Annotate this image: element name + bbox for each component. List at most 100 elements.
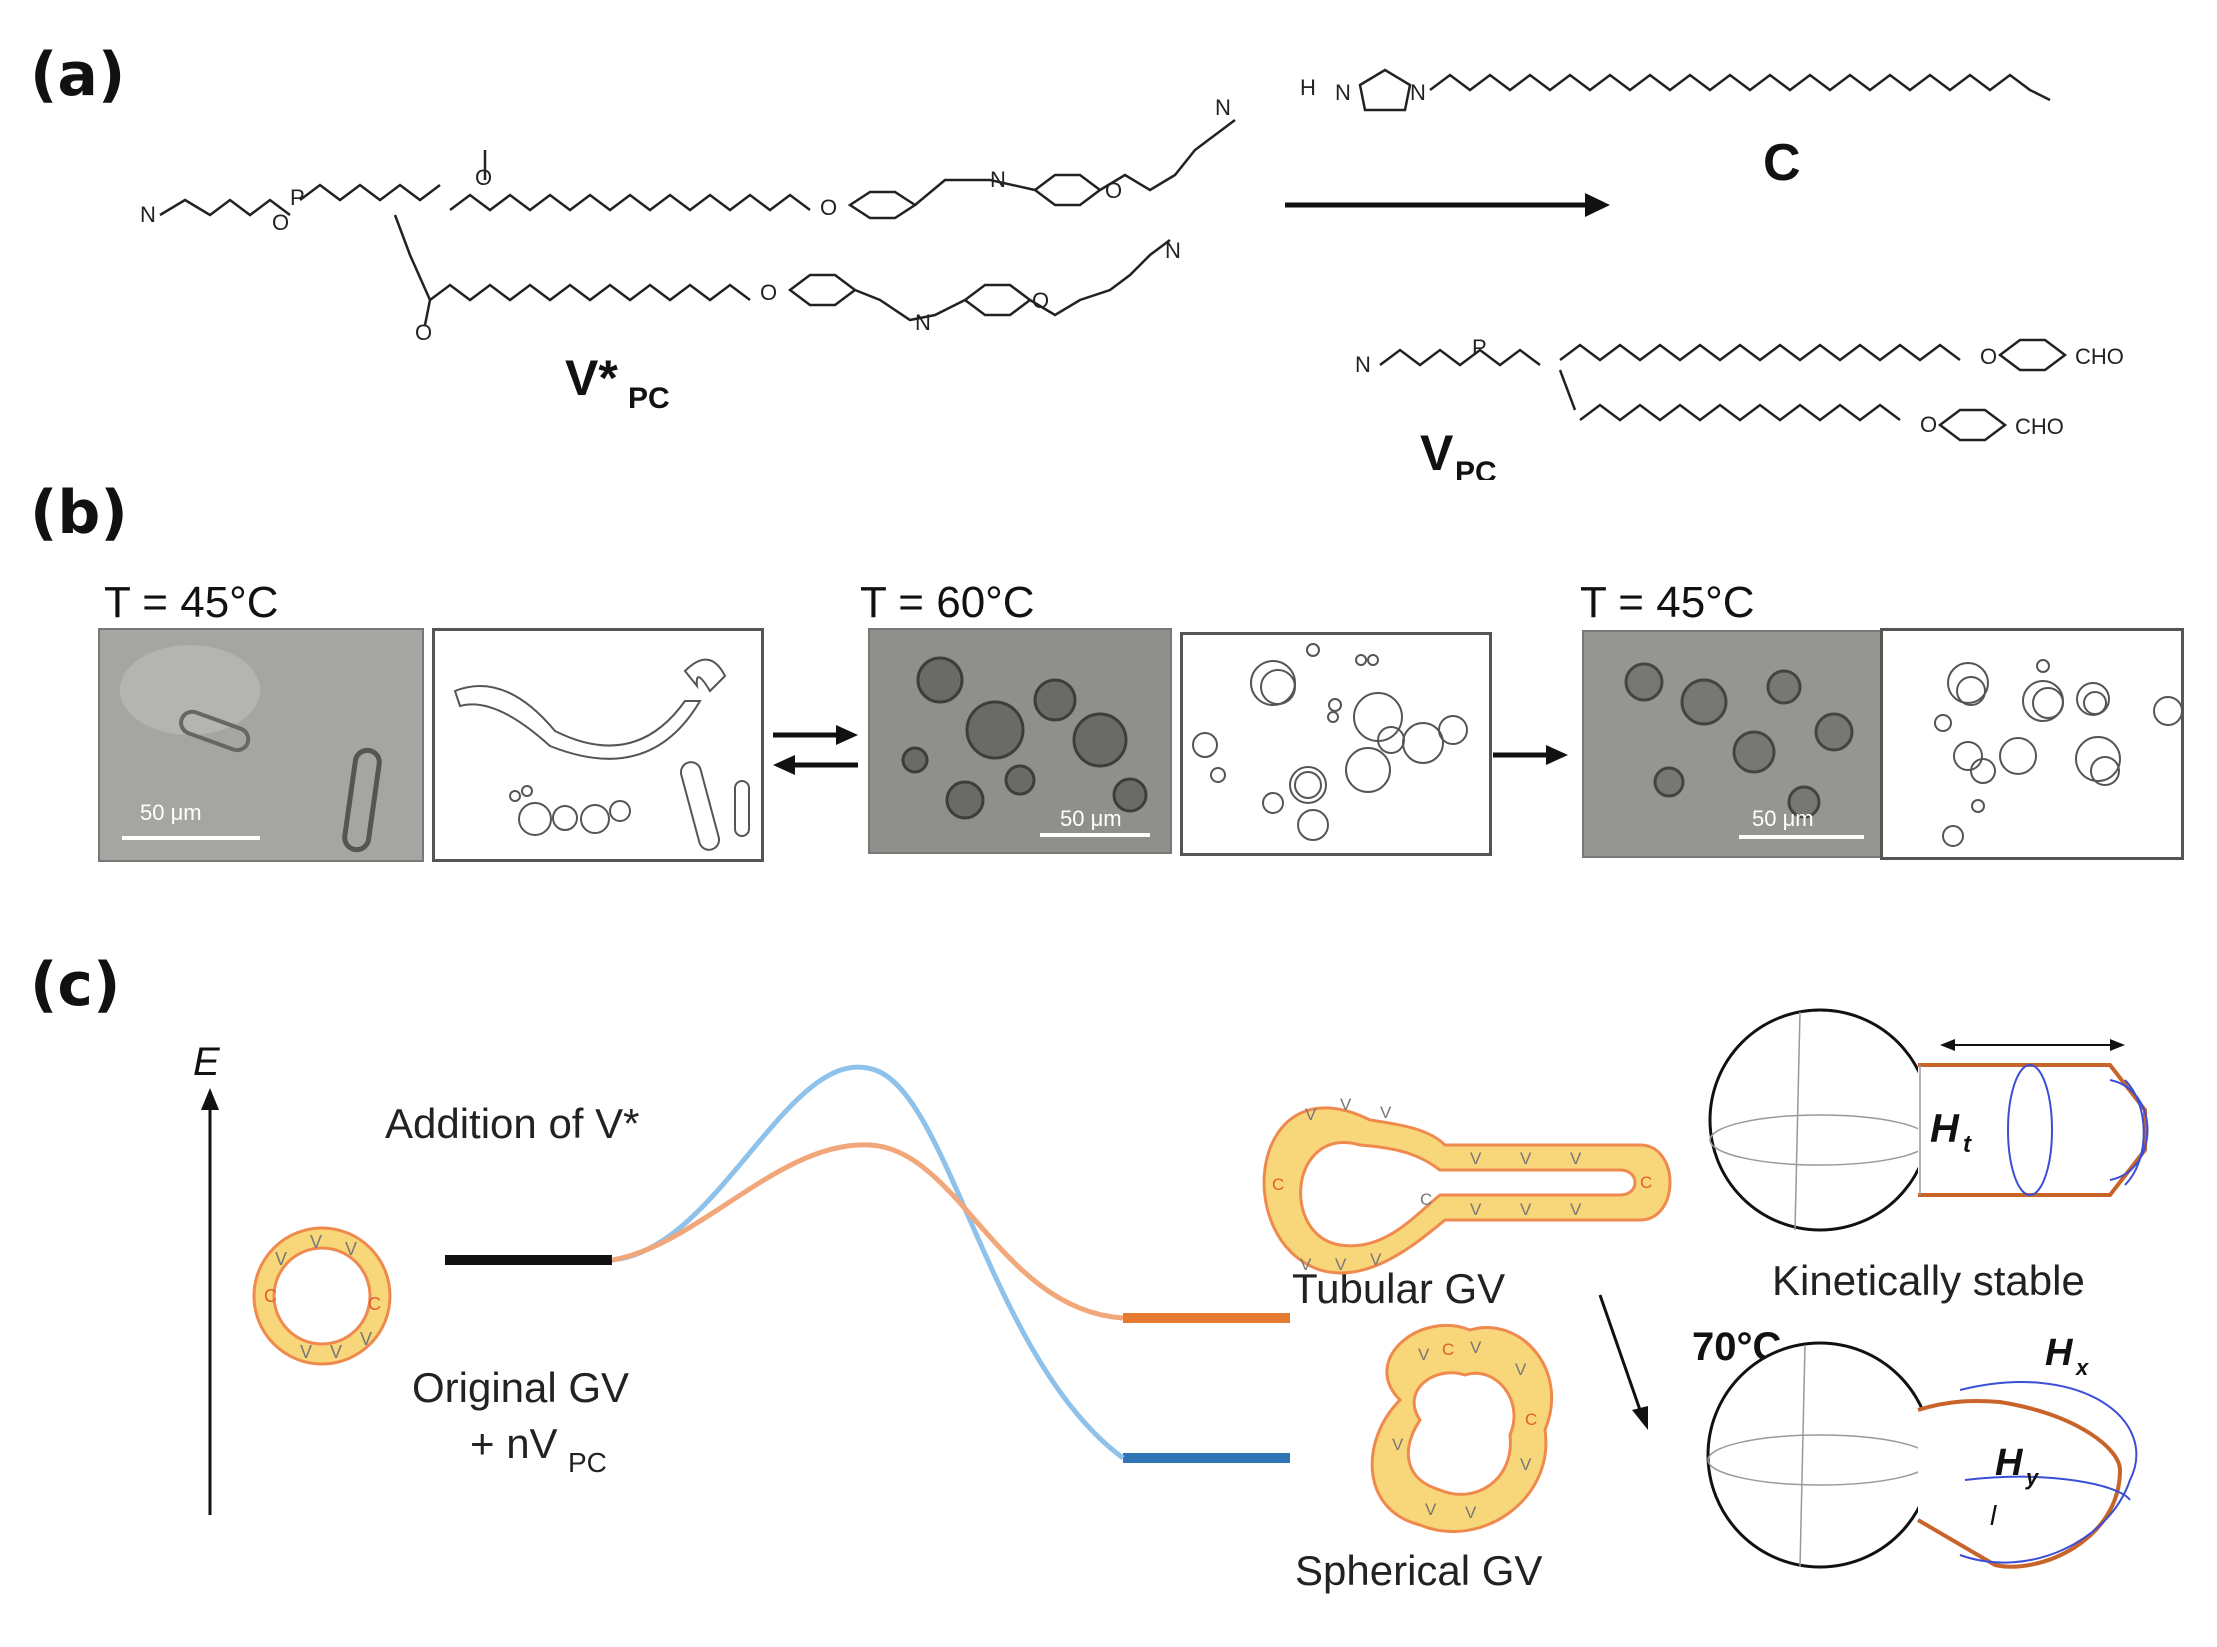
sketch-60c-content: [1192, 643, 1468, 841]
membrane-v-2: V: [345, 1239, 357, 1259]
kinetic-label: Kinetically stable: [1772, 1257, 2085, 1304]
atom-p-2: P: [1472, 335, 1487, 360]
sketch-45c-content: [453, 658, 750, 851]
micrograph-45c-content: [100, 630, 422, 860]
atom-p: P: [290, 185, 305, 210]
membrane-v-1: V: [310, 1232, 322, 1252]
atom-o-8: O: [1980, 344, 1997, 369]
membrane-c-1: C: [264, 1286, 277, 1306]
membrane-v-3: V: [275, 1249, 287, 1269]
tube-membrane-v-4: V: [1470, 1149, 1482, 1168]
tube-membrane-v-7: V: [1470, 1200, 1482, 1219]
label-vstar-pc-main: V*: [565, 350, 618, 406]
panel-a-reaction-scheme: N P O O O N O N O O N O N H N N N P O O …: [140, 68, 2124, 480]
atom-n-plus-3: N: [1165, 238, 1181, 263]
label-product-c: C: [1763, 134, 1801, 192]
atom-o-5: O: [415, 320, 432, 345]
sph-membrane-c-2: C: [1525, 1410, 1537, 1429]
atom-o-2: O: [475, 165, 492, 190]
micrograph-60c-content: [870, 630, 1170, 852]
temp-label-2: T = 60°C: [860, 578, 1035, 627]
addition-label: Addition of V*: [385, 1100, 640, 1147]
tube-membrane-v-12: V: [1370, 1250, 1382, 1269]
original-gv-vesicle: V V V V V V C C: [252, 1226, 392, 1366]
sph-membrane-v-5: V: [1425, 1500, 1437, 1519]
scale-bar-label-2: 50 μm: [1060, 806, 1122, 831]
panel-label-c: (c): [30, 950, 121, 1020]
micrograph-60c-spherical: [868, 628, 1172, 854]
tube-membrane-v-5: V: [1520, 1149, 1532, 1168]
sph-membrane-c-1: C: [1442, 1340, 1454, 1359]
sketch-45c-tubular: [432, 628, 764, 862]
l-label: l: [1990, 1500, 1997, 1531]
tube-membrane-v-11: V: [1335, 1255, 1347, 1274]
forward-arrow: [1493, 745, 1568, 765]
atom-cho-2: CHO: [2015, 414, 2064, 439]
scale-bar-label-1: 50 μm: [140, 800, 202, 825]
membrane-c-2: C: [368, 1294, 381, 1314]
atom-o-9: O: [1920, 412, 1937, 437]
tube-membrane-v-10: V: [1300, 1255, 1312, 1274]
hy-sub: y: [2025, 1465, 2040, 1490]
tubular-gv-cartoon: V V V V V V V V V V V V C C C: [1262, 1095, 1672, 1275]
tube-membrane-v-6: V: [1570, 1149, 1582, 1168]
micrograph-45c-tubular: [98, 628, 424, 862]
atom-n-1: N: [990, 167, 1006, 192]
original-gv-line2-sub: PC: [568, 1447, 607, 1478]
ht-label: H: [1930, 1107, 1960, 1151]
atom-o-7: O: [1032, 288, 1049, 313]
transition-arrow-line: [1598, 1294, 1642, 1411]
curve-spherical-path: [611, 1064, 1125, 1461]
curve-tubular-path: [611, 1142, 1124, 1321]
membrane-v-5: V: [330, 1342, 342, 1362]
sketch-60c-spherical: [1180, 632, 1492, 856]
sph-membrane-v-3: V: [1515, 1360, 1527, 1379]
label-vstar-pc-sub: PC: [628, 382, 670, 415]
hy-label: H: [1995, 1442, 2024, 1484]
temp-label-1: T = 45°C: [104, 578, 279, 627]
panel-c-energy-diagram: E V V V V V V C C Addition of V* Origina…: [193, 1008, 2149, 1594]
atom-cho-1: CHO: [2075, 344, 2124, 369]
membrane-v-6: V: [360, 1329, 372, 1349]
reversible-arrows: [773, 725, 858, 775]
hx-label: H: [2045, 1332, 2074, 1374]
tube-membrane-v-8: V: [1520, 1200, 1532, 1219]
original-gv-line1: Original GV: [412, 1364, 629, 1411]
energy-axis-label: E: [193, 1040, 221, 1084]
scale-bar-label-3: 50 μm: [1752, 806, 1814, 831]
tube-membrane-c-grey: C: [1420, 1190, 1432, 1209]
sph-membrane-v-4: V: [1392, 1435, 1404, 1454]
tube-membrane-v-3: V: [1380, 1103, 1392, 1122]
membrane-v-4: V: [300, 1342, 312, 1362]
sketch-45c-return-content: [1934, 659, 2183, 847]
sketch-45c-return: [1880, 628, 2184, 860]
atom-n-2: N: [915, 310, 931, 335]
tube-membrane-v-2: V: [1340, 1095, 1352, 1114]
atom-n-plus: N: [140, 202, 156, 227]
label-vpc-main: V: [1420, 425, 1454, 480]
atom-o-1: O: [272, 210, 289, 235]
atom-n-4: N: [1410, 80, 1426, 105]
temp-label-3: T = 45°C: [1580, 578, 1755, 627]
energy-axis-arrowhead: [201, 1088, 219, 1110]
atom-h: H: [1300, 75, 1316, 100]
panel-label-b: (b): [30, 478, 128, 548]
tube-membrane-v-1: V: [1305, 1105, 1317, 1124]
tube-membrane-c-1: C: [1272, 1175, 1284, 1194]
atom-o-4: O: [1105, 178, 1122, 203]
spherical-gv-label: Spherical GV: [1295, 1547, 1542, 1594]
tube-membrane-v-9: V: [1570, 1200, 1582, 1219]
atom-n-3: N: [1335, 80, 1351, 105]
panel-label-a: (a): [30, 40, 126, 110]
ht-sub: t: [1963, 1131, 1972, 1158]
tube-model-top: H t: [1708, 1008, 2149, 1232]
sph-membrane-v-2: V: [1470, 1338, 1482, 1357]
sph-membrane-v-7: V: [1520, 1455, 1532, 1474]
micrograph-45c-return-content: [1584, 632, 1884, 856]
original-gv-line2-main: + nV: [470, 1420, 558, 1467]
sph-membrane-v-6: V: [1465, 1503, 1477, 1522]
atom-o-6: O: [760, 280, 777, 305]
spherical-gv-cartoon: V V V V V V V C C: [1370, 1323, 1553, 1534]
atom-n-plus-2: N: [1215, 95, 1231, 120]
sph-membrane-v-1: V: [1418, 1345, 1430, 1364]
